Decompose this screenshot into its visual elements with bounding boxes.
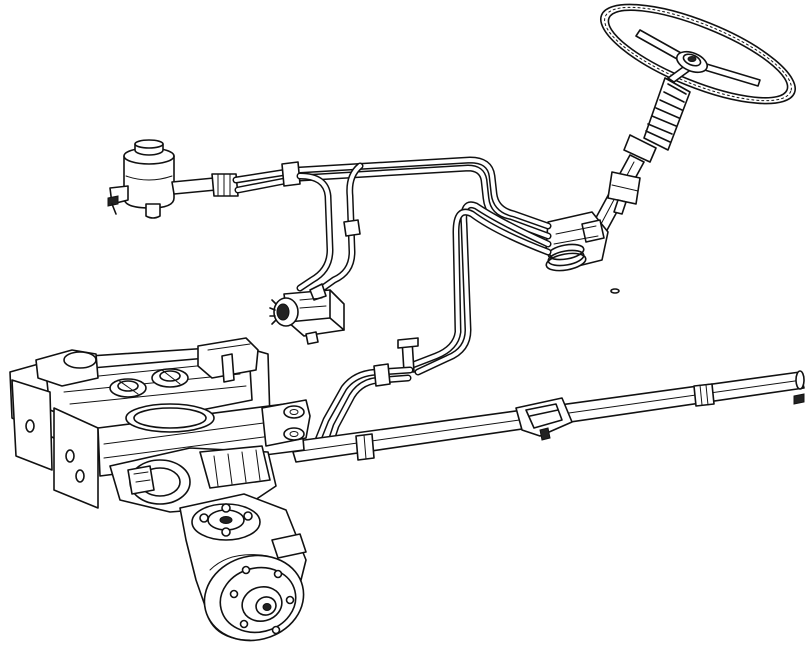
steering-wheel bbox=[599, 3, 797, 105]
oil-reservoir bbox=[107, 139, 239, 219]
steering-column bbox=[545, 77, 691, 294]
axle-tube bbox=[289, 370, 805, 463]
differential-and-hub bbox=[109, 445, 307, 642]
front-axle-frame bbox=[9, 337, 311, 509]
hydraulic-lines bbox=[232, 156, 552, 448]
hydraulic-pump bbox=[269, 283, 345, 345]
